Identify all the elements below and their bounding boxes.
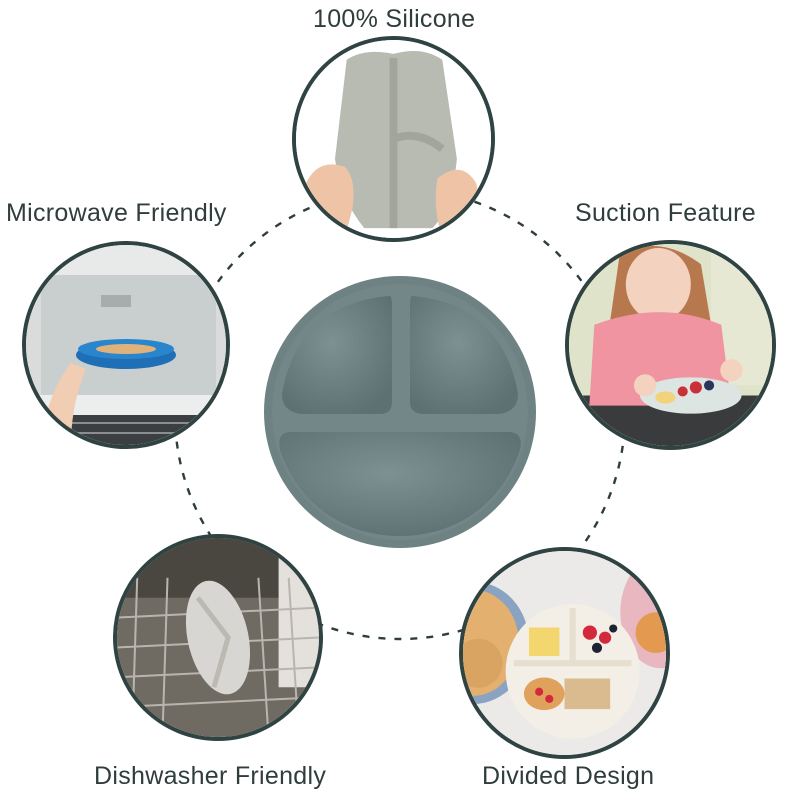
divided-plate-icon [264, 276, 536, 548]
feature-image-dishwasher [113, 534, 323, 741]
feature-image-divided [459, 547, 670, 759]
feature-label-suction: Suction Feature [575, 199, 756, 227]
feature-image-silicone [292, 36, 495, 242]
center-product-plate [262, 274, 538, 550]
feature-label-dishwasher: Dishwasher Friendly [94, 762, 327, 790]
feature-label-divided: Divided Design [482, 762, 655, 790]
feature-label-microwave: Microwave Friendly [6, 199, 227, 227]
feature-label-silicone: 100% Silicone [313, 5, 476, 33]
feature-image-microwave [22, 241, 230, 449]
feature-image-suction [565, 240, 776, 450]
